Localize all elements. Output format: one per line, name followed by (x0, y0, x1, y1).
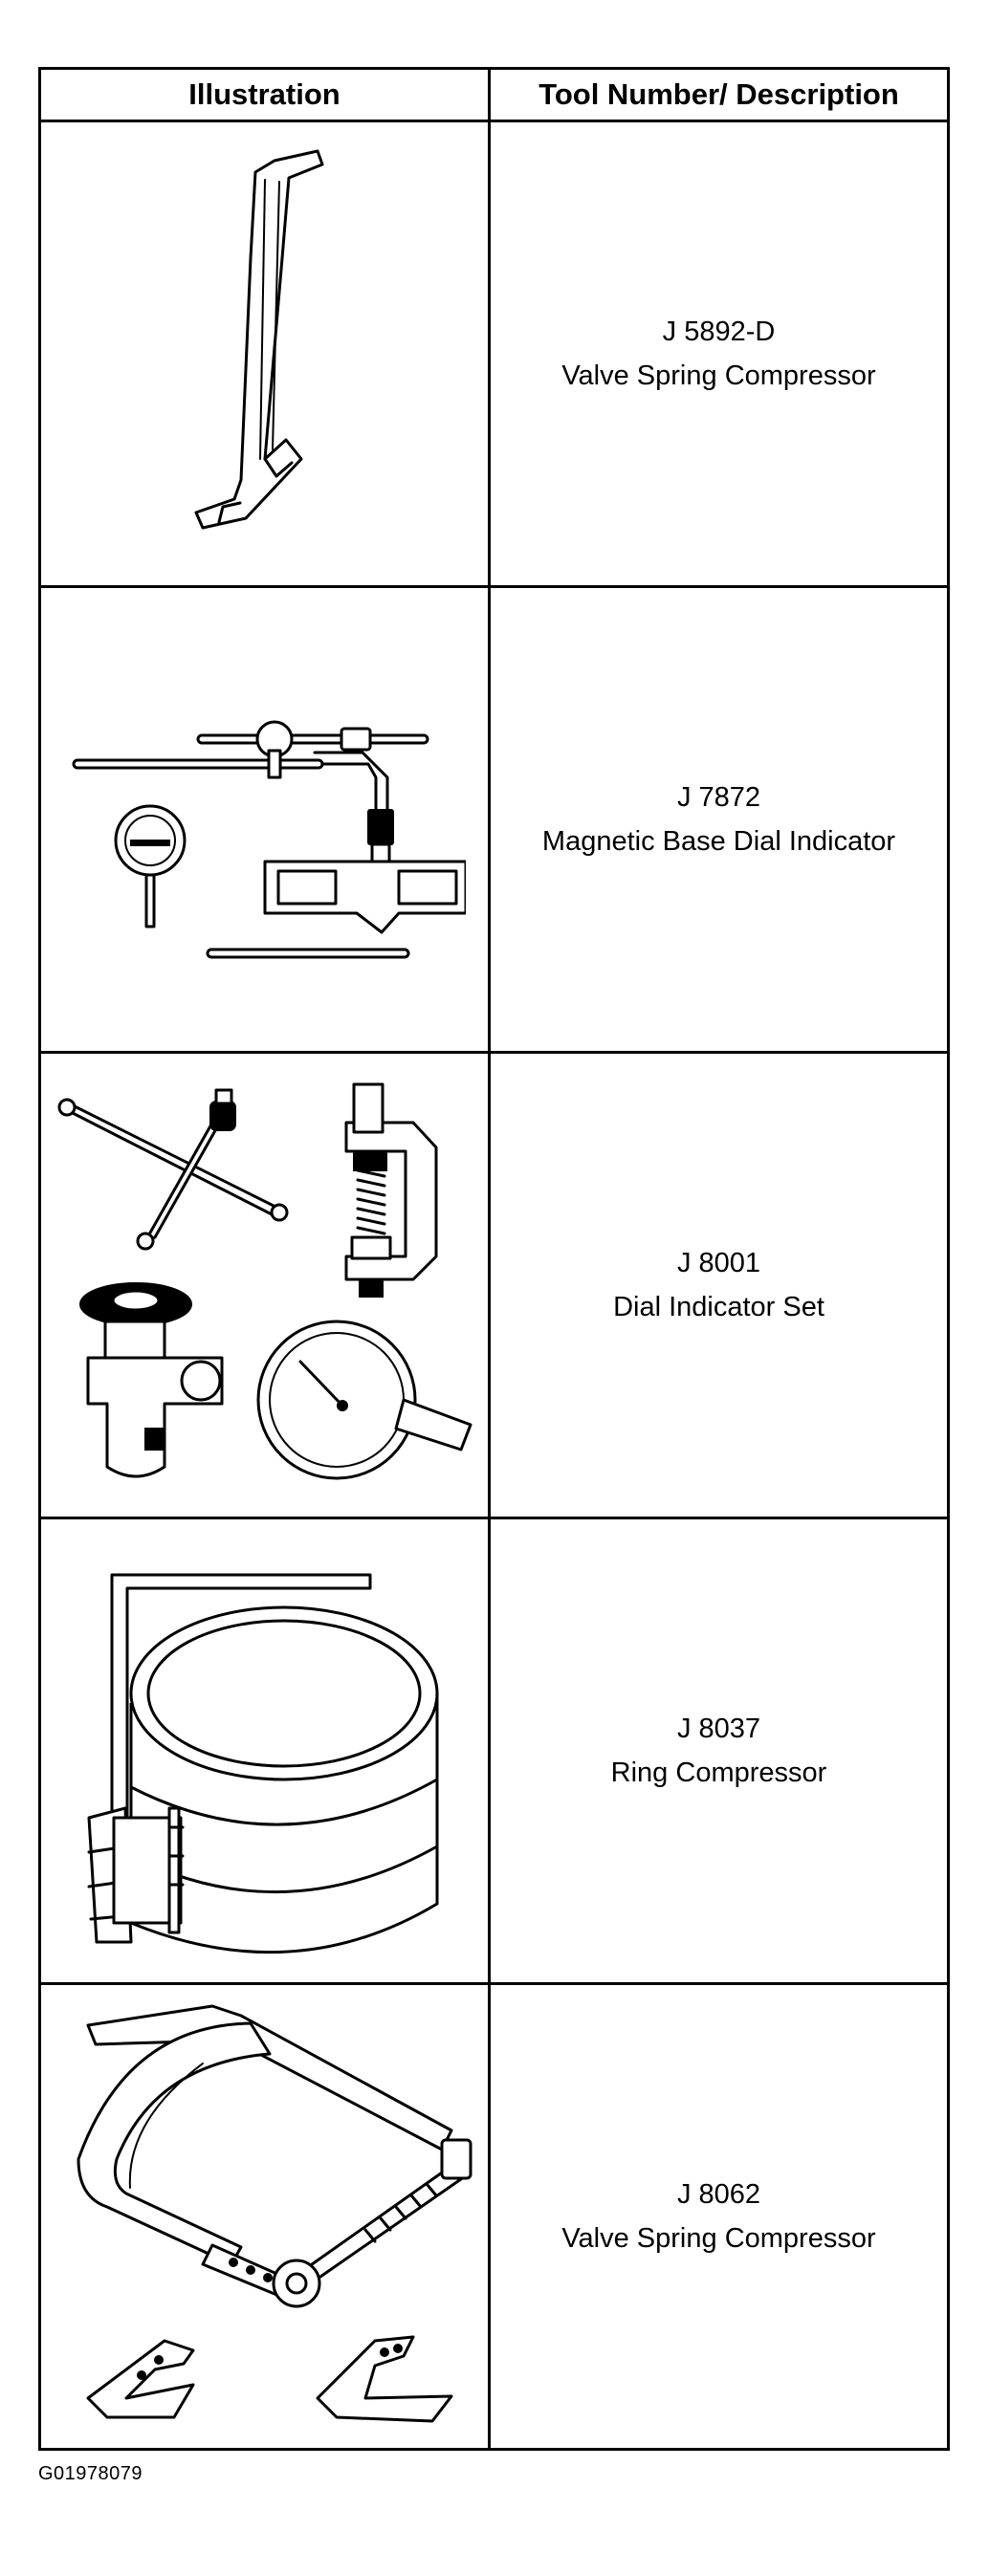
illustration-cell (38, 1517, 491, 1985)
illustration-cell (38, 1051, 491, 1519)
tool-number: J 8001 (676, 1248, 761, 1278)
tool-description-cell: J 7872 Magnetic Base Dial Indicator (488, 585, 950, 1054)
tool-description-cell: J 8001 Dial Indicator Set (488, 1051, 950, 1519)
dial-indicator-set-icon (57, 1082, 472, 1480)
illustration-cell (38, 120, 491, 588)
magnetic-base-dial-indicator-icon (72, 720, 466, 959)
tool-description: Ring Compressor (610, 1757, 827, 1788)
table-row: J 8062 Valve Spring Compressor (38, 1982, 950, 2451)
figure-id: G01978079 (38, 2463, 143, 2484)
tool-description-cell: J 8062 Valve Spring Compressor (488, 1982, 950, 2451)
tool-number: J 8037 (676, 1714, 761, 1744)
illustration-column-header: Illustration (38, 67, 491, 122)
ring-compressor-icon (87, 1573, 438, 1954)
table-header-row: Illustration Tool Number/ Description (38, 67, 950, 122)
tool-description-cell: J 5892-D Valve Spring Compressor (488, 120, 950, 588)
table-row: J 8037 Ring Compressor (38, 1517, 950, 1985)
special-tools-table: Illustration Tool Number/ Description J … (38, 67, 950, 2451)
table-row: J 8001 Dial Indicator Set (38, 1051, 950, 1519)
tool-number: J 8062 (676, 2179, 761, 2210)
tool-description-cell: J 8037 Ring Compressor (488, 1517, 950, 1985)
tool-column-header: Tool Number/ Description (488, 67, 950, 122)
tool-description: Magnetic Base Dial Indicator (541, 826, 896, 857)
table-row: J 7872 Magnetic Base Dial Indicator (38, 585, 950, 1054)
tool-description: Valve Spring Compressor (561, 2223, 876, 2254)
illustration-cell (38, 585, 491, 1054)
tool-description: Dial Indicator Set (613, 1292, 824, 1322)
illustration-cell (38, 1982, 491, 2451)
tool-number: J 7872 (676, 782, 761, 813)
valve-spring-compressor-clamp-icon (77, 2004, 472, 2423)
table-row: J 5892-D Valve Spring Compressor (38, 120, 950, 588)
tool-description: Valve Spring Compressor (561, 360, 876, 391)
tool-number: J 5892-D (662, 317, 776, 347)
valve-spring-compressor-bar-icon (194, 149, 323, 530)
